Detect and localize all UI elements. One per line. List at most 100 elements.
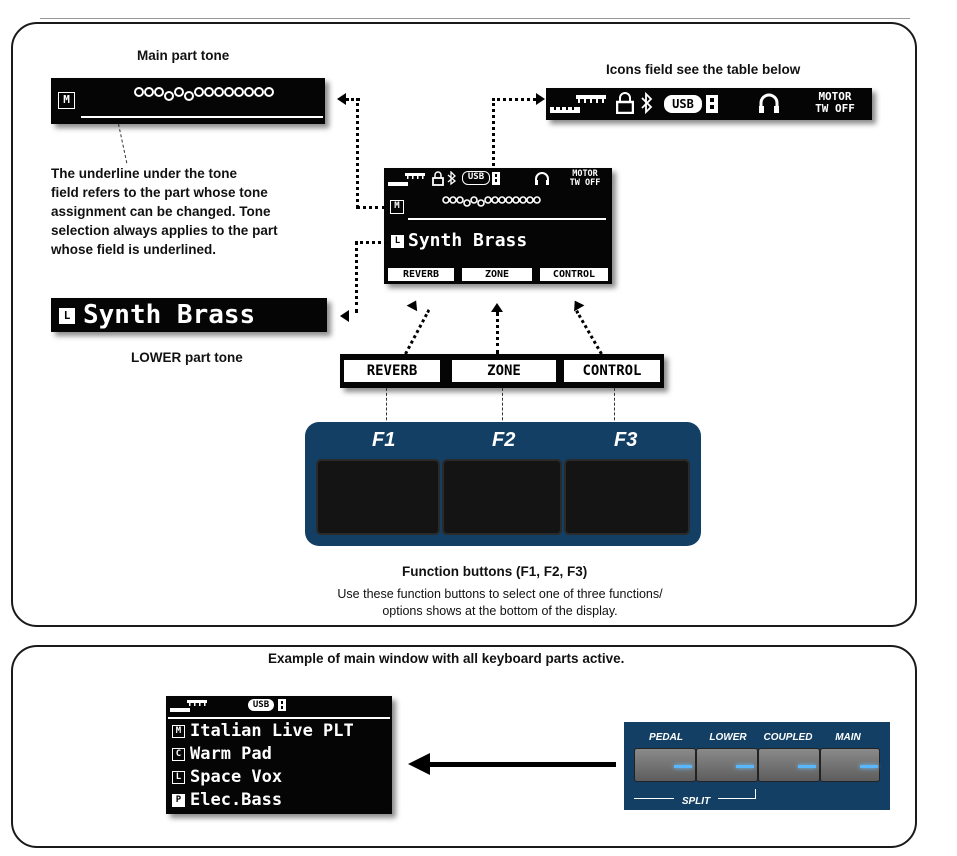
lower-tone-caption: LOWER part tone bbox=[131, 350, 243, 365]
top-rule bbox=[40, 18, 910, 19]
bar-zone: ZONE bbox=[452, 360, 556, 382]
arrow-main bbox=[337, 93, 346, 105]
pedal-part-badge: P bbox=[172, 794, 185, 807]
connector-icons bbox=[492, 98, 495, 166]
f2-label: F2 bbox=[492, 429, 516, 451]
f1-label: F1 bbox=[372, 429, 396, 451]
tw-off-label: TW OFF bbox=[815, 102, 855, 115]
underline bbox=[81, 116, 323, 118]
big-arrow-head bbox=[408, 753, 430, 775]
display-rule bbox=[168, 717, 390, 719]
main-led bbox=[860, 765, 878, 768]
main-part-badge: M bbox=[58, 92, 75, 109]
function-buttons-title: Function buttons (F1, F2, F3) bbox=[402, 564, 588, 579]
f1-button[interactable] bbox=[316, 459, 440, 535]
lower-label: LOWER bbox=[709, 732, 747, 743]
headphones-icon bbox=[759, 93, 779, 113]
main-window-display: USB M Italian Live PLT C Warm Pad L Spac… bbox=[166, 696, 392, 814]
lower-part-badge: L bbox=[59, 308, 75, 324]
motor-status: MOTOR TW OFF bbox=[560, 170, 610, 188]
function-bar: REVERB ZONE CONTROL bbox=[340, 354, 664, 388]
pedal-label: PEDAL bbox=[649, 732, 683, 743]
tone-name-glyphs bbox=[442, 196, 541, 207]
main-tone-caption: Main part tone bbox=[137, 48, 230, 63]
function-buttons-desc: Use these function buttons to select one… bbox=[300, 586, 700, 620]
desc-line: field refers to the part whose tone bbox=[51, 185, 268, 200]
display-f3-label: CONTROL bbox=[540, 268, 608, 281]
motor-label: MOTOR bbox=[572, 169, 598, 179]
keyboard-icon bbox=[170, 700, 207, 712]
connector-main bbox=[356, 206, 386, 209]
display-f2-label: ZONE bbox=[462, 268, 532, 281]
part-name: Elec.Bass bbox=[190, 790, 283, 810]
f1-guide bbox=[386, 388, 387, 430]
display-f1-label: REVERB bbox=[388, 268, 454, 281]
usb-badge: USB bbox=[462, 171, 490, 185]
tone-name-glyphs bbox=[134, 87, 274, 101]
desc-line: The underline under the tone bbox=[51, 166, 238, 181]
connector-lower bbox=[355, 241, 387, 244]
main-part-badge: M bbox=[172, 725, 185, 738]
connector-icons bbox=[492, 98, 536, 101]
lock-icon bbox=[616, 92, 634, 114]
main-tone-strip: M bbox=[51, 78, 325, 124]
bluetooth-icon bbox=[641, 92, 653, 114]
desc-line: selection always applies to the part bbox=[51, 223, 278, 238]
part-name: Space Vox bbox=[190, 767, 283, 787]
usb-port-icon bbox=[706, 95, 718, 113]
usb-port-icon bbox=[278, 699, 286, 711]
underline-description: The underline under the tone field refer… bbox=[51, 164, 351, 259]
usb-badge: USB bbox=[664, 95, 702, 113]
arrow-f2 bbox=[491, 303, 503, 312]
bar-reverb: REVERB bbox=[344, 360, 440, 382]
keyboard-icon bbox=[388, 173, 425, 186]
lower-led bbox=[736, 765, 754, 768]
lower-part-badge: L bbox=[391, 235, 404, 248]
f2-guide bbox=[502, 388, 503, 430]
lock-icon bbox=[432, 171, 444, 186]
main-label: MAIN bbox=[835, 732, 861, 743]
bottom-panel-title: Example of main window with all keyboard… bbox=[268, 651, 625, 666]
part-name: Italian Live PLT bbox=[190, 721, 354, 741]
connector-main bbox=[356, 98, 359, 208]
desc-line: whose field is underlined. bbox=[51, 242, 217, 257]
motor-status: MOTOR TW OFF bbox=[802, 91, 868, 115]
coupled-led bbox=[798, 765, 816, 768]
f2-button[interactable] bbox=[442, 459, 562, 535]
arrow-icons bbox=[536, 93, 545, 105]
connector-lower bbox=[355, 241, 358, 313]
connector-f2 bbox=[496, 312, 499, 354]
usb-badge: USB bbox=[248, 699, 274, 711]
motor-label: MOTOR bbox=[818, 90, 852, 103]
bar-control: CONTROL bbox=[564, 360, 660, 382]
f3-label: F3 bbox=[614, 429, 638, 451]
top-panel bbox=[11, 22, 917, 627]
icons-strip: USB MOTOR TW OFF bbox=[546, 88, 872, 120]
tw-off-label: TW OFF bbox=[569, 178, 601, 188]
split-bracket bbox=[718, 798, 756, 799]
keyboard-icon bbox=[550, 95, 606, 113]
display-underline bbox=[408, 218, 606, 220]
part-name: Warm Pad bbox=[190, 744, 272, 764]
coupled-label: COUPLED bbox=[763, 732, 813, 743]
headphones-icon bbox=[535, 172, 549, 185]
central-display: USB MOTOR TW OFF M L Synth Brass REVERB … bbox=[384, 168, 612, 284]
usb-port-icon bbox=[492, 172, 500, 185]
big-arrow-shaft bbox=[428, 762, 616, 767]
main-part-badge: M bbox=[390, 200, 404, 214]
icons-caption: Icons field see the table below bbox=[606, 62, 801, 77]
connector-main bbox=[346, 98, 360, 101]
lower-tone-name: Synth Brass bbox=[83, 300, 256, 330]
bottom-panel bbox=[11, 645, 917, 848]
arrow-lower bbox=[340, 310, 349, 322]
display-lower-name: Synth Brass bbox=[408, 230, 528, 251]
split-bracket bbox=[634, 798, 674, 799]
lower-part-badge: L bbox=[172, 771, 185, 784]
f3-button[interactable] bbox=[564, 459, 690, 535]
f3-guide bbox=[614, 388, 615, 430]
desc-line: options shows at the bottom of the displ… bbox=[382, 604, 618, 618]
desc-line: assignment can be changed. Tone bbox=[51, 204, 271, 219]
main-button[interactable] bbox=[820, 748, 880, 782]
coupled-part-badge: C bbox=[172, 748, 185, 761]
bluetooth-icon bbox=[447, 171, 457, 186]
